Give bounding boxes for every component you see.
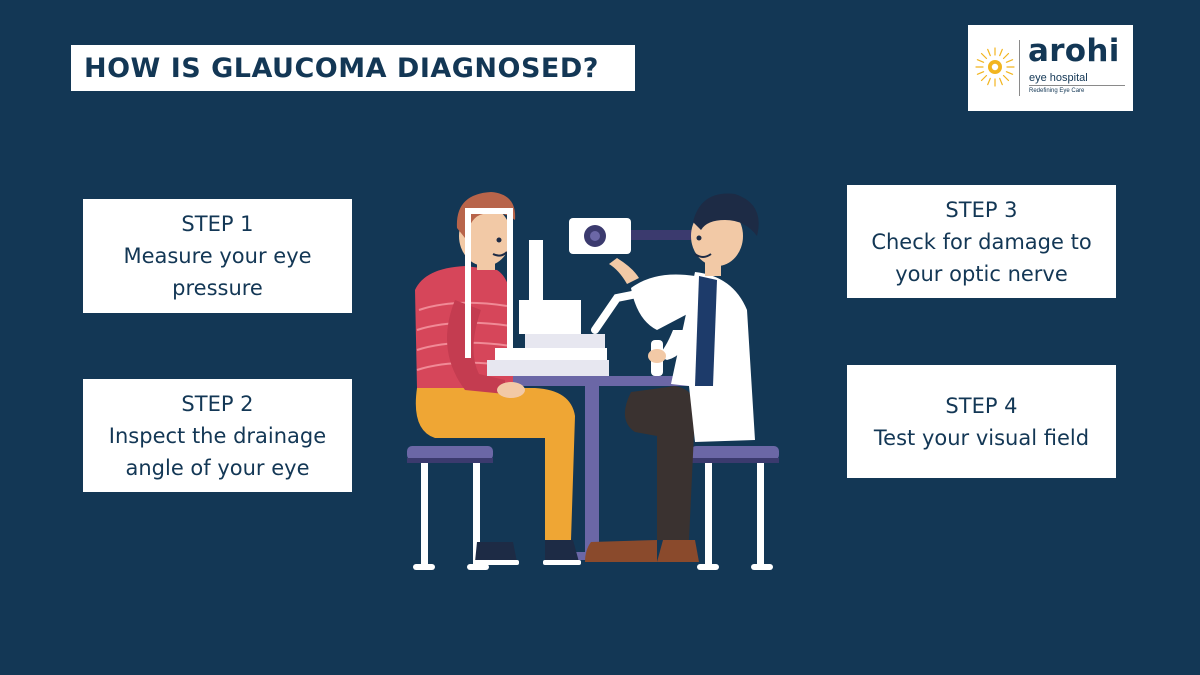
step-heading: STEP 4 — [945, 393, 1018, 418]
doctor-stool — [691, 446, 779, 570]
patient-figure — [415, 192, 581, 565]
step-4-card: STEP 4 Test your visual field — [847, 365, 1116, 478]
logo-tagline: Redefining Eye Care — [1029, 88, 1085, 94]
doctor-figure — [585, 193, 759, 562]
step-heading: STEP 3 — [945, 197, 1018, 222]
page-title: HOW IS GLAUCOMA DIAGNOSED? — [84, 52, 599, 84]
step-2-card: STEP 2 Inspect the drainage angle of you… — [83, 379, 352, 492]
step-heading: STEP 2 — [181, 391, 254, 416]
title-banner: HOW IS GLAUCOMA DIAGNOSED? — [71, 45, 635, 91]
step-description-line: your optic nerve — [895, 261, 1068, 286]
logo-divider — [1019, 40, 1020, 96]
step-description-line: Inspect the drainage — [108, 423, 327, 448]
step-3-card: STEP 3 Check for damage to your optic ne… — [847, 185, 1116, 298]
step-description-line: Measure your eye — [123, 244, 312, 268]
eye-exam-illustration — [407, 192, 779, 570]
step-description-line: angle of your eye — [125, 455, 310, 480]
hospital-logo: arohi eye hospital Redefining Eye Care — [968, 25, 1133, 111]
step-heading: STEP 1 — [181, 212, 254, 236]
step-description-line: Test your visual field — [873, 425, 1090, 450]
step-description-line: Check for damage to — [871, 229, 1092, 254]
patient-stool — [407, 446, 493, 570]
logo-brand-name: arohi — [1028, 33, 1120, 69]
step-description-line: pressure — [172, 276, 263, 300]
logo-subtitle: eye hospital — [1029, 72, 1088, 84]
sun-eye-icon — [975, 47, 1015, 87]
slit-lamp — [465, 208, 697, 376]
logo-rule — [1029, 85, 1125, 86]
step-1-card: STEP 1 Measure your eye pressure — [83, 199, 352, 313]
